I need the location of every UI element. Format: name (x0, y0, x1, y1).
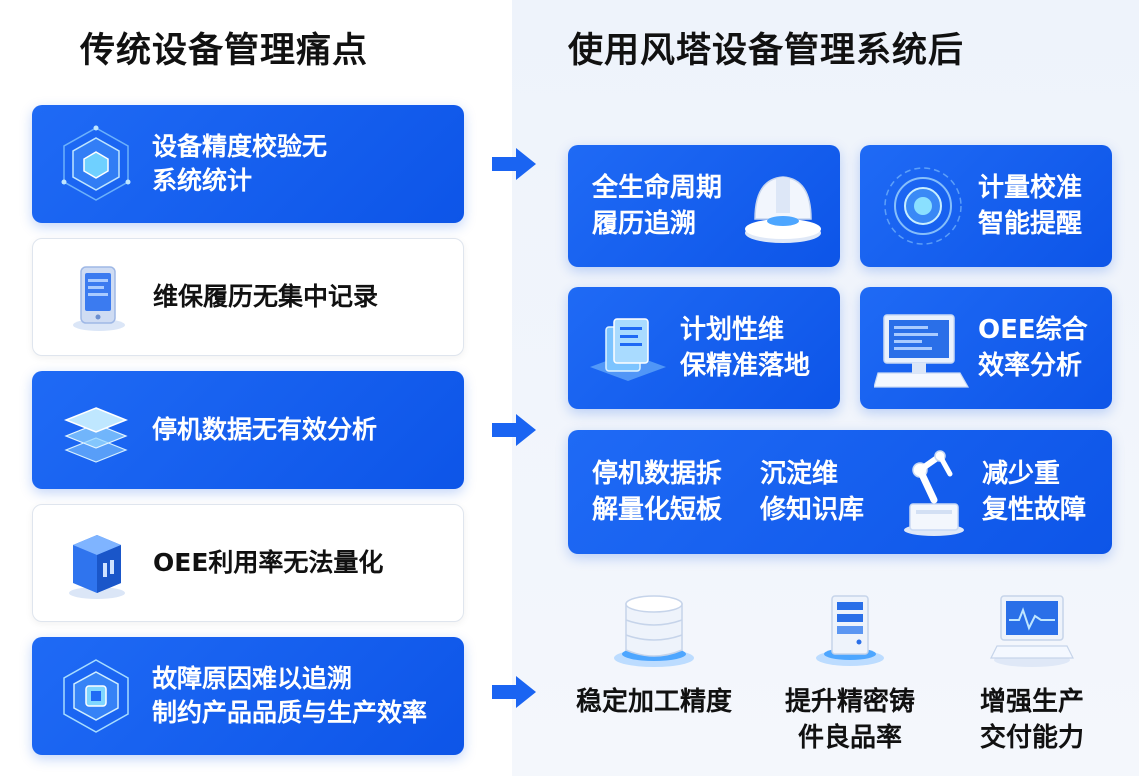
pain-card-5-line-1: 故障原因难以追溯 (152, 664, 353, 693)
pain-card-1-line-2: 系统统计 (152, 166, 253, 195)
pain-card-5-line-2: 制约产品品质与生产效率 (152, 698, 428, 727)
outcome-1-line-1: 稳定加工精度 (575, 687, 732, 717)
server-icon (764, 590, 936, 672)
benefit-wide-card: 停机数据拆 解量化短板 沉淀维 修知识库 减少重 复性故障 (568, 430, 1112, 554)
arrow-right-icon (492, 676, 536, 708)
left-title: 传统设备管理痛点 (80, 31, 369, 71)
benefit-card-2-line-2: 智能提醒 (978, 209, 1083, 239)
tablet-icon (57, 257, 137, 337)
pain-card-1-line-1: 设备精度校验无 (152, 132, 328, 161)
wide-col2-line-1: 沉淀维 (760, 459, 839, 489)
pain-card-4: OEE利用率无法量化 (32, 504, 464, 622)
monitor-icon (946, 590, 1118, 672)
outcome-item-2: 提升精密铸 件良品率 (764, 590, 936, 756)
hex-cube-icon (56, 124, 136, 204)
arrow-right-icon (492, 414, 536, 446)
pain-card-1: 设备精度校验无 系统统计 (32, 105, 464, 223)
benefit-card-2: 计量校准 智能提醒 (860, 145, 1112, 267)
benefit-card-1-line-2: 履历追溯 (592, 209, 697, 239)
pain-card-5: 故障原因难以追溯 制约产品品质与生产效率 (32, 637, 464, 755)
wide-col3-line-2: 复性故障 (982, 495, 1087, 525)
layers-icon (56, 390, 136, 470)
wide-col3-line-1: 减少重 (982, 459, 1061, 489)
right-title: 使用风塔设备管理系统后 (568, 31, 965, 71)
helmet-icon (738, 163, 828, 253)
hex-chip-icon (56, 656, 136, 736)
arrow-right-icon (492, 148, 536, 180)
pain-card-4-line-1: OEE利用率无法量化 (153, 548, 384, 577)
wide-col1-line-2: 解量化短板 (592, 495, 723, 525)
benefit-card-3-line-1: 计划性维 (680, 315, 785, 345)
benefit-card-1: 全生命周期 履历追溯 (568, 145, 840, 267)
benefit-card-2-line-1: 计量校准 (978, 173, 1083, 203)
target-icon (878, 161, 968, 255)
box-icon (57, 523, 137, 603)
computer-icon (873, 307, 970, 397)
outcome-item-3: 增强生产 交付能力 (946, 590, 1118, 756)
outcome-2-line-2: 件良品率 (797, 723, 902, 753)
outcome-3-line-2: 交付能力 (979, 723, 1084, 753)
outcome-2-line-1: 提升精密铸 (784, 687, 915, 717)
pain-card-2-line-1: 维保履历无集中记录 (153, 282, 379, 311)
outcome-item-1: 稳定加工精度 (568, 590, 740, 720)
wide-col2-line-2: 修知识库 (760, 495, 865, 525)
robot-arm-icon (894, 444, 974, 544)
benefit-card-4-line-1: OEE综合 (978, 315, 1088, 345)
benefit-card-3: 计划性维 保精准落地 (568, 287, 840, 409)
pain-card-3-line-1: 停机数据无有效分析 (152, 415, 378, 444)
benefit-card-4-line-2: 效率分析 (978, 351, 1083, 381)
outcome-3-line-1: 增强生产 (979, 687, 1084, 717)
benefit-card-3-line-2: 保精准落地 (680, 351, 811, 381)
benefit-card-1-line-1: 全生命周期 (592, 173, 723, 203)
benefit-card-4: OEE综合 效率分析 (860, 287, 1112, 409)
files-icon (582, 305, 674, 397)
pain-card-3: 停机数据无有效分析 (32, 371, 464, 489)
database-icon (568, 590, 740, 672)
pain-card-2: 维保履历无集中记录 (32, 238, 464, 356)
wide-col1-line-1: 停机数据拆 (592, 459, 723, 489)
